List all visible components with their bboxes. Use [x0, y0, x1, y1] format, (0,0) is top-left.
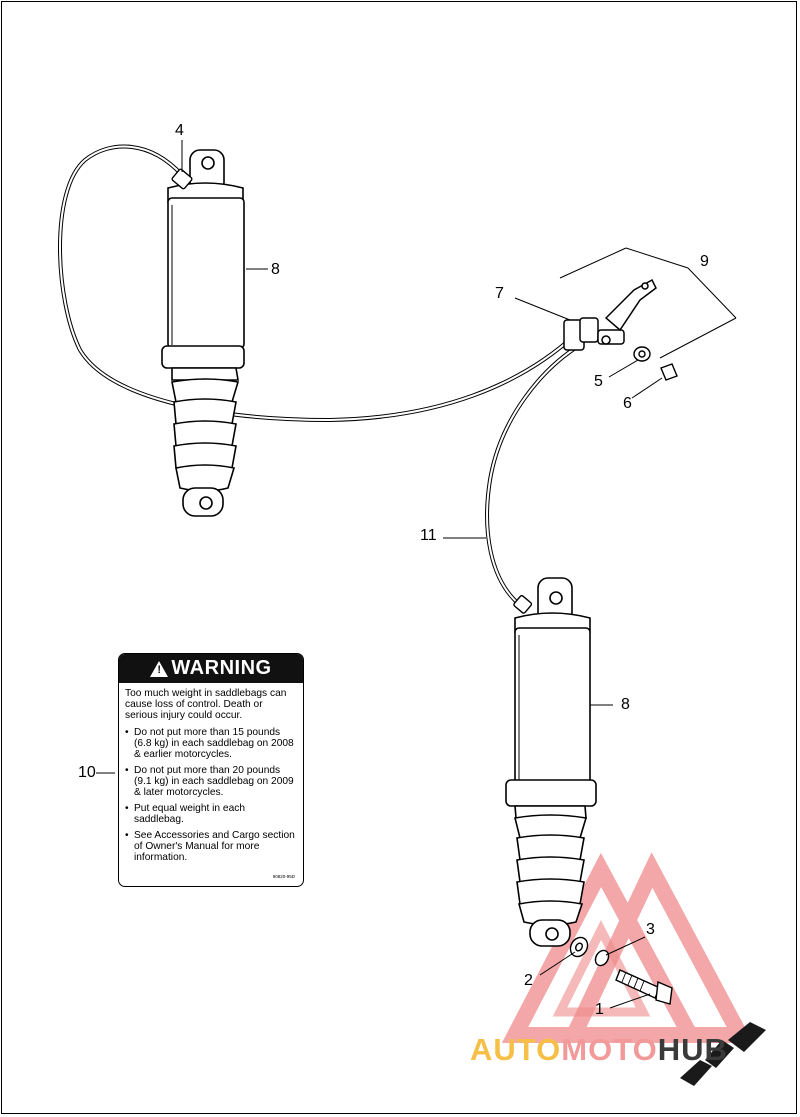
watermark-runner-icon: [680, 1022, 766, 1086]
warning-bullet: Do not put more than 15 pounds (6.8 kg) …: [125, 727, 297, 760]
warning-body: Too much weight in saddlebags can cause …: [119, 683, 303, 863]
warning-label: ! WARNING Too much weight in saddlebags …: [118, 653, 304, 887]
upper-air-fitting: [171, 168, 193, 190]
valve-bracket: [604, 278, 657, 332]
callout-8-upper: 8: [271, 261, 280, 278]
callout-6: 6: [623, 395, 632, 412]
air-line-upper: [58, 144, 577, 423]
watermark-word-hub: HUB: [657, 1032, 728, 1067]
callout-5: 5: [594, 373, 603, 390]
cap-6: [660, 363, 678, 381]
warning-bullet: Do not put more than 20 pounds (9.1 kg) …: [125, 765, 297, 798]
callout-8-lower: 8: [621, 696, 630, 713]
warning-part-code: 90820-95D: [272, 874, 295, 879]
lockwasher-3: [594, 949, 610, 967]
warning-triangle-icon: !: [150, 660, 169, 677]
nut-5: [633, 346, 651, 362]
air-manifold: [563, 317, 625, 351]
leader-lines: [96, 140, 737, 1009]
warning-header: ! WARNING: [119, 654, 303, 683]
callout-4: 4: [175, 122, 184, 139]
callout-11: 11: [420, 527, 437, 544]
warning-bullet: Put equal weight in each saddlebag.: [125, 803, 297, 825]
warning-bullet-list: Do not put more than 15 pounds (6.8 kg) …: [125, 727, 297, 863]
lower-air-fitting: [513, 595, 533, 614]
callout-9: 9: [700, 253, 709, 270]
watermark-word-auto: AUTO: [470, 1032, 562, 1067]
warning-header-text: WARNING: [171, 657, 272, 679]
warning-intro: Too much weight in saddlebags can cause …: [125, 688, 287, 721]
callout-1: 1: [595, 1001, 604, 1018]
watermark-word-moto: MOTO: [561, 1032, 658, 1067]
warning-bullet: See Accessories and Cargo section of Own…: [125, 830, 297, 863]
callout-2: 2: [524, 972, 533, 989]
watermark-logo-text: AUTOMOTOHUB: [470, 1032, 728, 1068]
callout-3: 3: [646, 921, 655, 938]
callout-7: 7: [495, 285, 504, 302]
lower-shock-absorber: [505, 577, 597, 947]
bolt-1: [615, 969, 673, 1005]
callout-10: 10: [78, 764, 96, 781]
upper-shock-absorber: [161, 149, 245, 517]
